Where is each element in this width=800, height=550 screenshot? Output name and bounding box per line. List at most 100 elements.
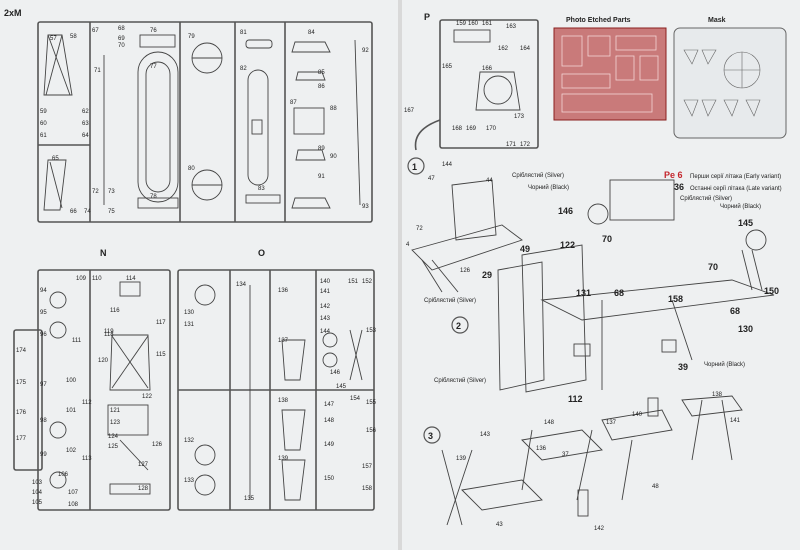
svg-text:95: 95	[40, 310, 47, 316]
seat-back-early	[451, 179, 497, 241]
svg-text:174: 174	[16, 348, 27, 354]
svg-text:64: 64	[82, 133, 89, 139]
svg-text:171: 171	[506, 142, 517, 148]
svg-text:97: 97	[40, 382, 47, 388]
early-variant-note: Перши серії літака (Early variant)	[690, 174, 781, 180]
part-133	[194, 474, 216, 496]
svg-text:142: 142	[594, 526, 605, 532]
spring-142	[577, 489, 589, 517]
svg-text:138: 138	[712, 392, 723, 398]
svg-text:167: 167	[404, 108, 415, 114]
svg-text:150: 150	[764, 286, 779, 296]
svg-text:60: 60	[40, 121, 47, 127]
svg-text:116: 116	[110, 308, 120, 314]
svg-text:99: 99	[40, 452, 47, 458]
svg-text:103: 103	[32, 480, 43, 486]
svg-text:101: 101	[66, 408, 77, 414]
step-3-labels: 138 139 143 136 37 148 137 140 141 48 43…	[456, 392, 741, 532]
svg-text:160: 160	[468, 21, 479, 27]
svg-text:140: 140	[320, 279, 331, 285]
svg-text:175: 175	[16, 380, 27, 386]
svg-text:68: 68	[730, 306, 740, 316]
svg-text:132: 132	[184, 438, 195, 444]
sprue-letter-n: N	[100, 248, 107, 258]
fuselage-frame-29	[497, 261, 545, 391]
svg-text:144: 144	[320, 329, 331, 335]
svg-text:57: 57	[50, 36, 57, 42]
svg-text:120: 120	[98, 358, 109, 364]
svg-text:131: 131	[184, 322, 195, 328]
svg-text:166: 166	[482, 66, 493, 72]
svg-text:145: 145	[738, 218, 753, 228]
svg-text:155: 155	[366, 400, 377, 406]
left-instruction-sheet: 2xM N O	[0, 0, 398, 550]
svg-text:158: 158	[362, 486, 373, 492]
svg-text:134: 134	[236, 282, 247, 288]
svg-text:102: 102	[66, 448, 77, 454]
svg-text:143: 143	[480, 432, 491, 438]
svg-text:66: 66	[70, 209, 77, 215]
svg-text:4: 4	[406, 242, 410, 248]
pe-title: Photo Etched Parts	[566, 17, 631, 24]
svg-text:100: 100	[66, 378, 77, 384]
sprue-label: 2xM	[4, 8, 22, 18]
svg-text:79: 79	[188, 34, 195, 40]
svg-text:137: 137	[278, 338, 289, 344]
svg-text:76: 76	[150, 28, 157, 34]
svg-text:89: 89	[318, 146, 325, 152]
svg-text:177: 177	[16, 436, 27, 442]
part-132	[194, 444, 216, 466]
svg-text:94: 94	[40, 288, 47, 294]
svg-text:112: 112	[568, 394, 583, 404]
sprue-frame-n	[37, 269, 171, 511]
svg-text:3: 3	[428, 431, 433, 441]
svg-text:61: 61	[40, 133, 47, 139]
svg-text:43: 43	[496, 522, 503, 528]
svg-text:133: 133	[184, 478, 195, 484]
svg-text:173: 173	[514, 114, 525, 120]
sprue-letter-o: O	[258, 248, 265, 258]
svg-text:158: 158	[668, 294, 683, 304]
svg-text:108: 108	[68, 502, 79, 508]
svg-text:163: 163	[506, 24, 517, 30]
part-92	[354, 39, 361, 206]
svg-text:90: 90	[330, 154, 337, 160]
part-87	[293, 107, 325, 135]
svg-text:Сріблястий (Silver): Сріблястий (Silver)	[512, 172, 564, 179]
svg-text:165: 165	[442, 64, 453, 70]
svg-text:143: 143	[320, 316, 331, 322]
svg-text:122: 122	[142, 394, 153, 400]
left-sprue-drawing: 2xM N O	[4, 8, 377, 511]
svg-text:48: 48	[652, 484, 659, 490]
part-115	[109, 334, 151, 391]
svg-text:140: 140	[632, 412, 643, 418]
svg-text:152: 152	[362, 279, 373, 285]
svg-text:168: 168	[452, 126, 463, 132]
svg-text:Сріблястий (Silver): Сріблястий (Silver)	[680, 195, 732, 202]
svg-text:113: 113	[82, 456, 92, 462]
svg-text:62: 62	[82, 109, 89, 115]
svg-text:68: 68	[614, 288, 624, 298]
svg-text:147: 147	[324, 402, 335, 408]
svg-text:98: 98	[40, 418, 47, 424]
svg-text:111: 111	[72, 338, 82, 344]
control-wheel-146	[587, 203, 609, 225]
svg-text:70: 70	[602, 234, 612, 244]
right-instruction-sheet: P 159 160 161 163 162 164 165 166 167 16…	[402, 0, 800, 550]
svg-text:141: 141	[730, 418, 741, 424]
svg-text:87: 87	[290, 100, 297, 106]
svg-text:78: 78	[150, 194, 157, 200]
svg-text:126: 126	[152, 442, 163, 448]
svg-text:105: 105	[32, 500, 43, 506]
svg-text:130: 130	[738, 324, 753, 334]
svg-text:128: 128	[138, 486, 149, 492]
svg-text:136: 136	[536, 446, 547, 452]
svg-text:162: 162	[498, 46, 509, 52]
part-130	[194, 284, 216, 306]
svg-text:126: 126	[460, 268, 471, 274]
svg-text:71: 71	[94, 68, 101, 74]
svg-text:164: 164	[520, 46, 531, 52]
svg-text:93: 93	[362, 204, 369, 210]
left-part-labels: 57 58 67 68 69 70 76 77 79 81 84 85 86 8…	[16, 26, 377, 508]
svg-text:161: 161	[482, 21, 493, 27]
